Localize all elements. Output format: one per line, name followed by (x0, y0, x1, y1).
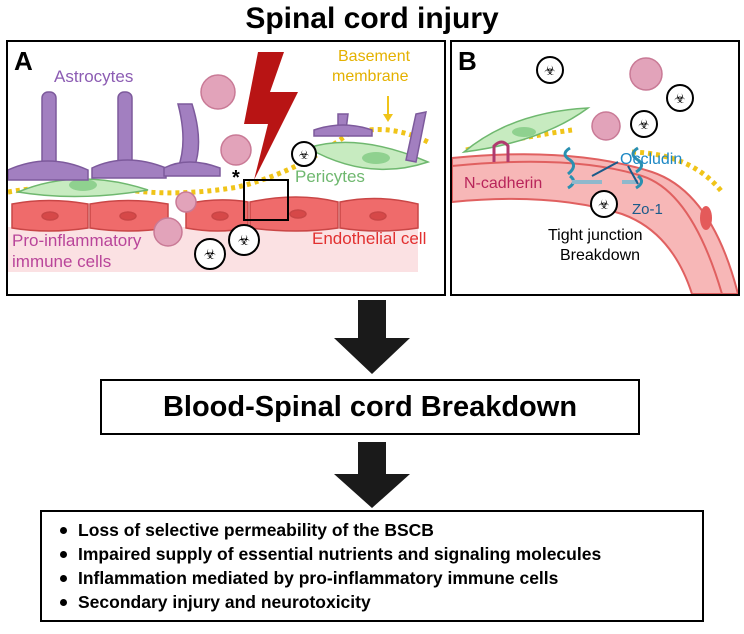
basement-label-1: Basement (338, 48, 411, 65)
panel-b-letter: B (458, 46, 477, 76)
endothelial-nucleus (700, 206, 712, 230)
panel-a: ☣ ☣ ☣ A Astrocytes Basement membrane Per… (6, 40, 446, 296)
astrocytes-label: Astrocytes (54, 67, 133, 86)
list-item: Loss of selective permeability of the BS… (56, 518, 702, 542)
down-arrow-2 (334, 442, 410, 508)
panel-b-illustration: ☣ ☣ ☣ ☣ B Occludin N-cadherin Zo-1 Tight… (452, 46, 738, 294)
pericytes-label: Pericytes (295, 167, 365, 186)
list-item: Secondary injury and neurotoxicity (56, 590, 702, 614)
tight-junction-label-2: Breakdown (560, 247, 640, 264)
biohazard-icon: ☣ (299, 148, 310, 162)
tight-junction-label-1: Tight junction (548, 227, 643, 244)
panel-a-illustration: ☣ ☣ ☣ A Astrocytes Basement membrane Per… (8, 46, 431, 272)
biohazard-icon: ☣ (544, 64, 556, 79)
toxin-icons (194, 141, 317, 270)
endothelial-label: Endothelial cell (312, 229, 426, 248)
immune-label-2: immune cells (12, 252, 111, 271)
consequences-list: Loss of selective permeability of the BS… (56, 518, 702, 614)
biohazard-icon: ☣ (674, 92, 686, 107)
occludin-label: Occludin (620, 151, 682, 168)
list-item: Inflammation mediated by pro-inflammator… (56, 566, 702, 590)
page-title: Spinal cord injury (245, 2, 499, 35)
panel-b: ☣ ☣ ☣ ☣ B Occludin N-cadherin Zo-1 Tight… (450, 40, 740, 296)
astrocytes-group (8, 91, 427, 181)
breakdown-label: Blood-Spinal cord Breakdown (162, 390, 578, 423)
toxin-icons (536, 56, 694, 218)
asterisk-marker: * (232, 167, 240, 189)
immune-cells (591, 57, 663, 141)
basement-label-2: membrane (332, 68, 409, 85)
immune-label-1: Pro-inflammatory (12, 231, 142, 250)
endothelial-cells (11, 196, 419, 232)
biohazard-icon: ☣ (638, 118, 650, 133)
biohazard-icon: ☣ (204, 247, 217, 263)
pointer-arrows (591, 161, 639, 185)
down-arrow-1 (334, 300, 410, 374)
zoom-box (243, 179, 289, 221)
panel-a-letter: A (14, 46, 33, 76)
lightning-bolt (244, 52, 298, 180)
consequences-box: Loss of selective permeability of the BS… (40, 510, 704, 622)
immune-cells (153, 74, 252, 247)
n-cadherin-shape (492, 140, 510, 162)
breakdown-box: Blood-Spinal cord Breakdown (100, 379, 640, 435)
zo1-label: Zo-1 (632, 201, 663, 218)
list-item: Impaired supply of essential nutrients a… (56, 542, 702, 566)
biohazard-icon: ☣ (238, 233, 251, 249)
n-cadherin-label: N-cadherin (464, 175, 542, 192)
biohazard-icon: ☣ (598, 198, 610, 213)
